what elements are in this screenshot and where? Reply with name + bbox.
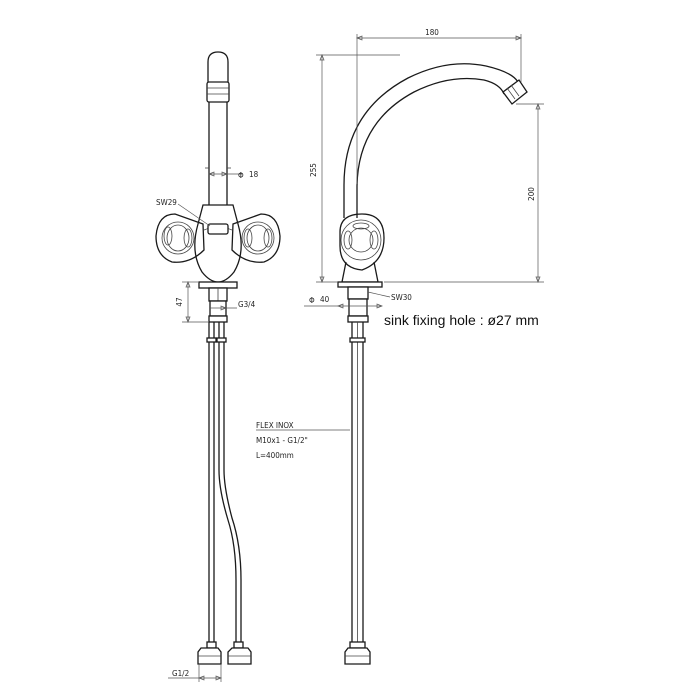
front-right-handle bbox=[231, 213, 281, 263]
front-shank bbox=[209, 300, 227, 317]
dim-label-18: 18 bbox=[249, 170, 259, 179]
front-body bbox=[194, 204, 242, 283]
sink-fixing-note: sink fixing hole : ø27 mm bbox=[384, 312, 539, 328]
dim-phi-symbol-18: Φ bbox=[238, 171, 244, 180]
front-base-flange bbox=[198, 281, 238, 289]
front-left-handle bbox=[155, 213, 205, 263]
dim-label-200: 200 bbox=[527, 187, 536, 201]
label-g12: G1/2 bbox=[172, 669, 189, 678]
side-shank bbox=[348, 298, 368, 317]
label-sw29: SW29 bbox=[156, 198, 177, 207]
front-spout-top bbox=[207, 51, 229, 82]
front-spout-nozzle bbox=[206, 81, 230, 103]
side-fixing-nut bbox=[347, 286, 369, 300]
dim-label-40: 40 bbox=[320, 295, 330, 304]
side-spout-inner bbox=[356, 77, 505, 218]
flex-inox-line3: L=400mm bbox=[256, 451, 294, 460]
side-handle-inner bbox=[348, 227, 374, 253]
side-handle-outer bbox=[340, 219, 382, 261]
dim-phi-symbol-40: Φ bbox=[309, 296, 315, 305]
side-base-flange bbox=[337, 281, 383, 288]
label-g34: G3/4 bbox=[238, 300, 256, 309]
dim-label-180: 180 bbox=[425, 28, 439, 37]
dim-label-47: 47 bbox=[175, 297, 184, 306]
side-body bbox=[339, 213, 385, 271]
label-sw30: SW30 bbox=[391, 293, 412, 302]
flex-inox-line2: M10x1 - G1/2" bbox=[256, 436, 308, 445]
side-view bbox=[304, 34, 544, 665]
side-spout-nozzle bbox=[502, 79, 528, 105]
front-hose-right bbox=[216, 322, 244, 649]
side-spout-outer bbox=[343, 63, 519, 218]
front-hose-left bbox=[206, 322, 217, 649]
dim-label-255: 255 bbox=[309, 163, 318, 177]
flex-inox-line1: FLEX INOX bbox=[256, 421, 294, 430]
front-view bbox=[155, 51, 350, 682]
